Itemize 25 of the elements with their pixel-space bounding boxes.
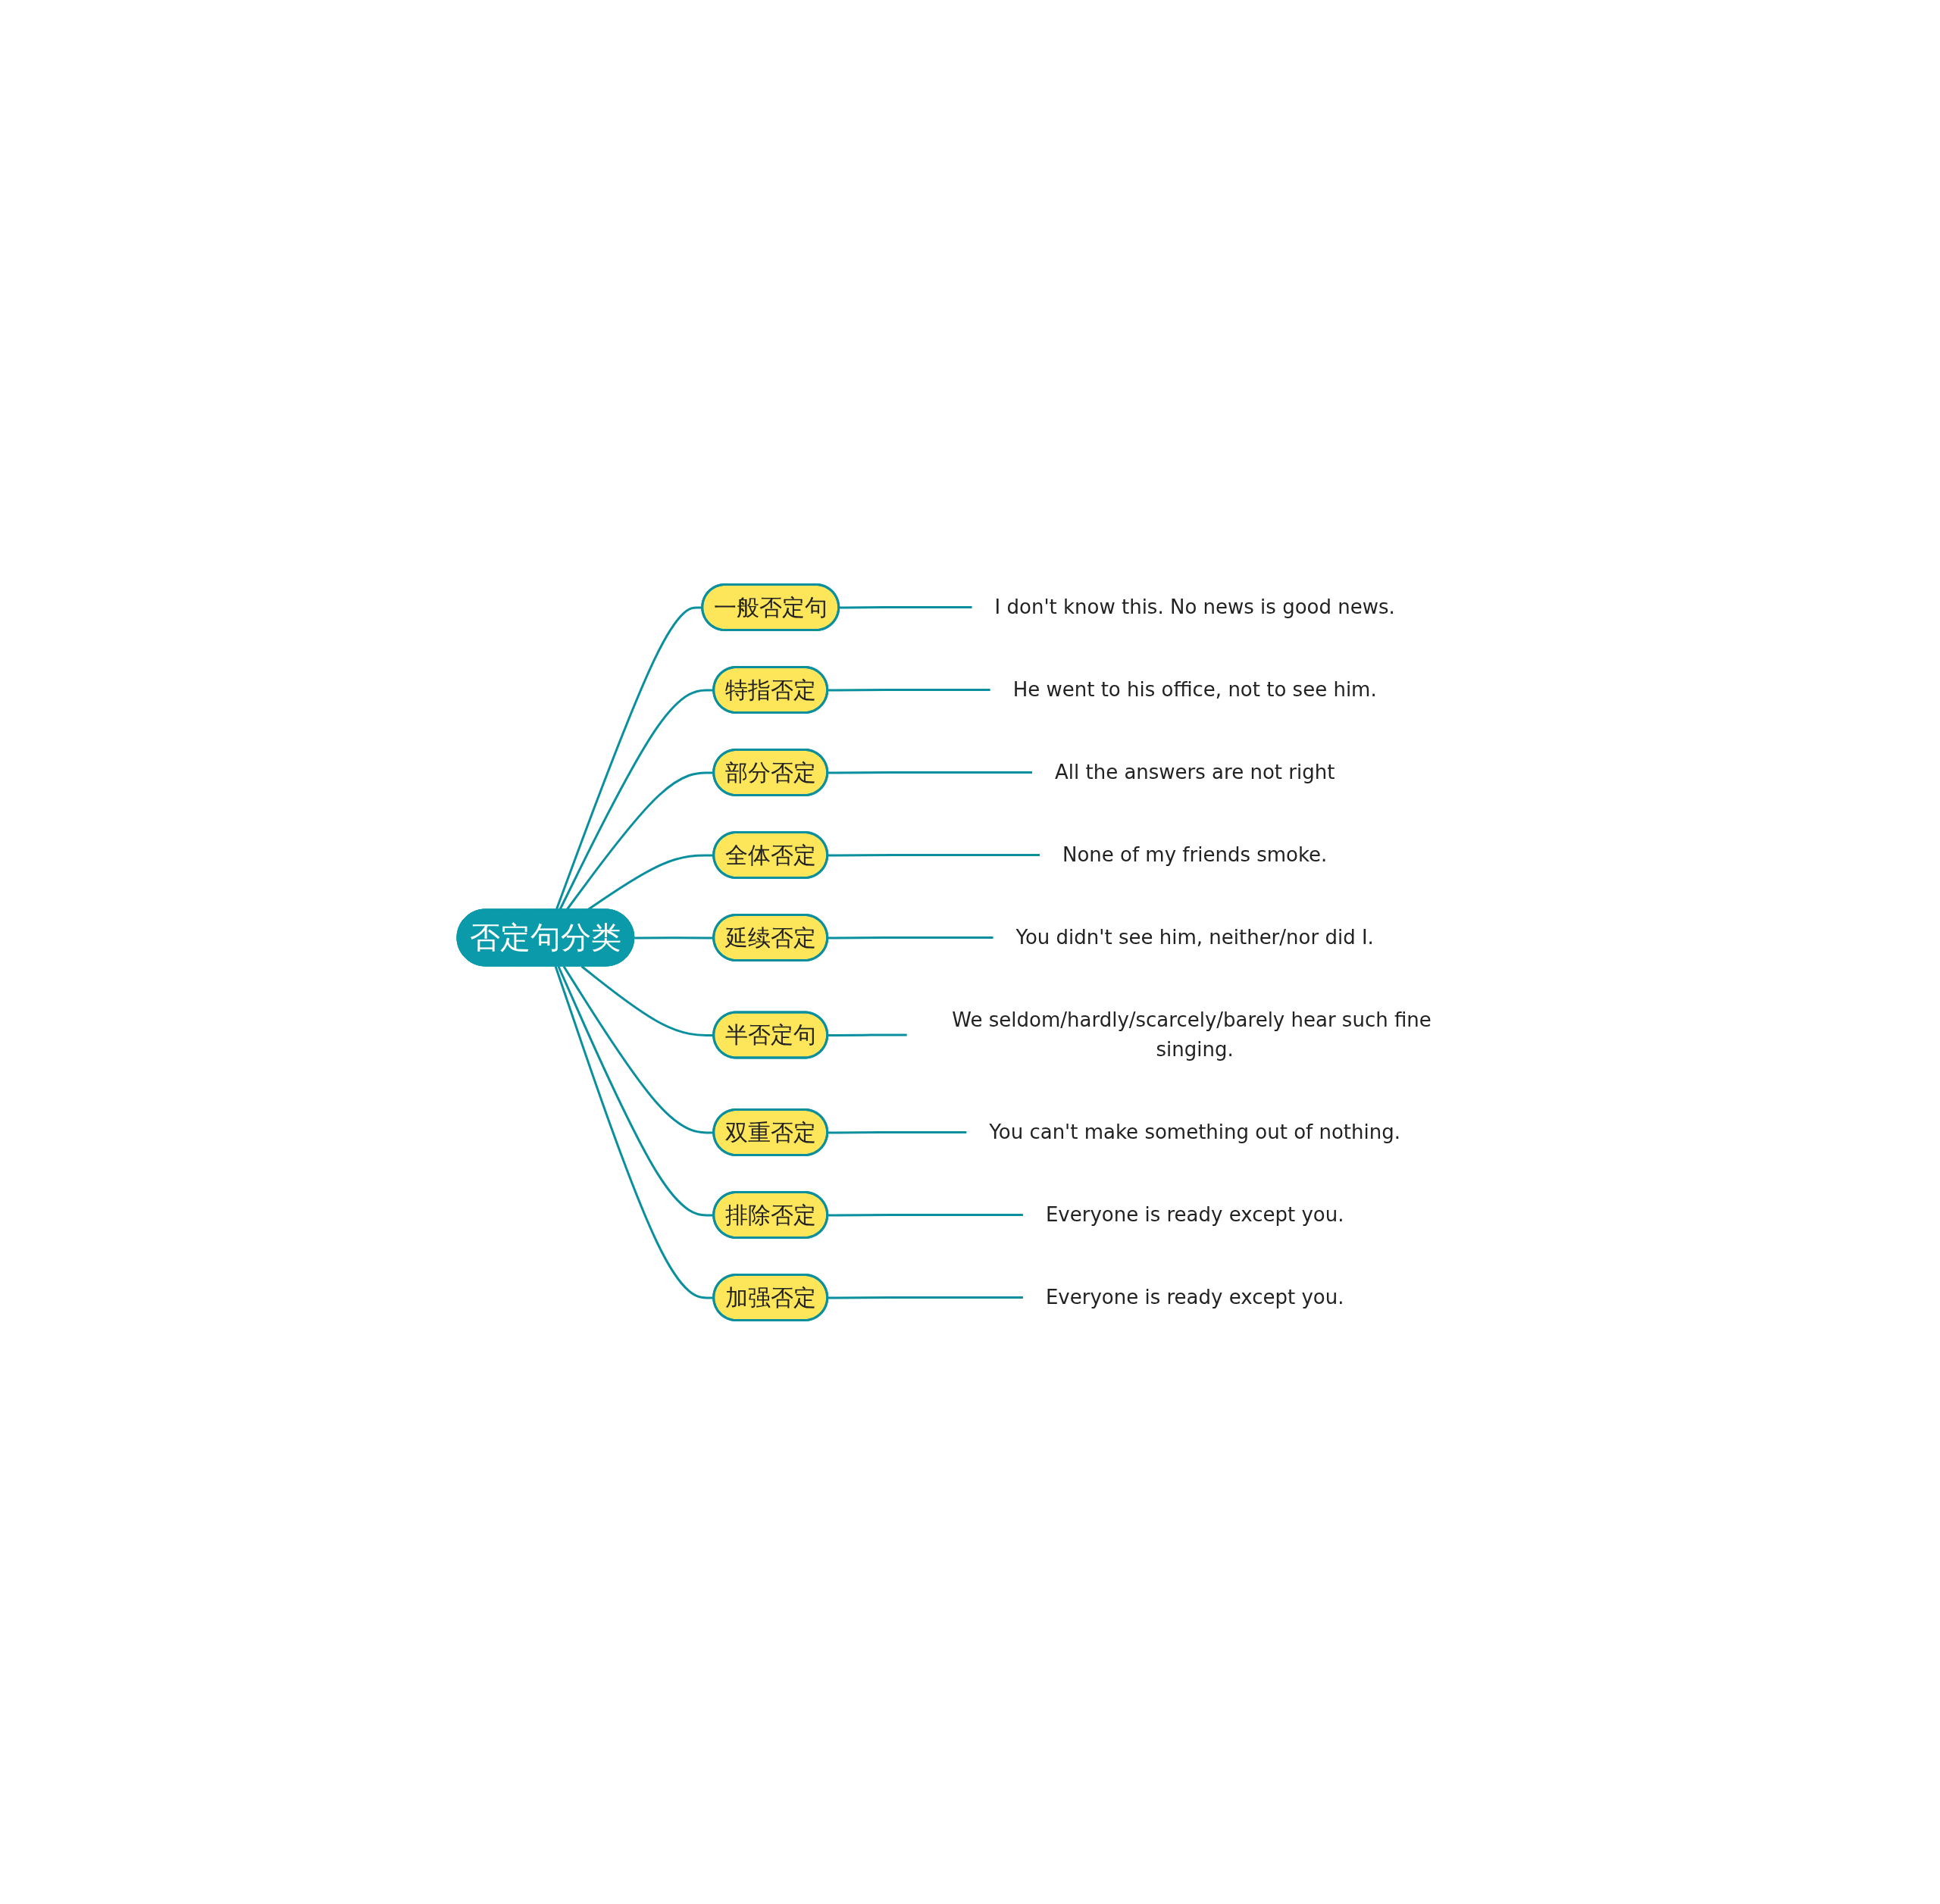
- node-text: We seldom/hardly/scarcely/barely hear such fine singing.: [952, 1008, 1432, 1061]
- node-text: All the answers are not right: [1055, 760, 1335, 783]
- connector: [828, 771, 1033, 774]
- connector: [562, 965, 715, 1133]
- connector: [557, 965, 715, 1216]
- node-text: Everyone is ready except you.: [1046, 1202, 1344, 1226]
- connector: [828, 688, 990, 691]
- connector: [559, 688, 715, 910]
- node-text: None of my friends smoke.: [1062, 843, 1328, 866]
- connector: [839, 605, 972, 608]
- connector: [828, 853, 1040, 856]
- connector: [580, 965, 715, 1036]
- node-text: You didn't see him, neither/nor did I.: [1015, 925, 1374, 949]
- node-text: He went to his office, not to see him.: [1012, 677, 1377, 701]
- node-text: Everyone is ready except you.: [1046, 1285, 1344, 1308]
- node-text: You can't make something out of nothing.: [989, 1120, 1401, 1143]
- connector: [828, 1130, 967, 1133]
- connector: [566, 771, 715, 910]
- connector: [828, 1033, 907, 1036]
- connector: [634, 936, 715, 939]
- connector: [828, 1296, 1024, 1299]
- node-text: I don't know this. No news is good news.: [994, 595, 1395, 618]
- connector: [828, 1213, 1024, 1216]
- connector: [828, 936, 993, 939]
- connector: [554, 965, 715, 1299]
